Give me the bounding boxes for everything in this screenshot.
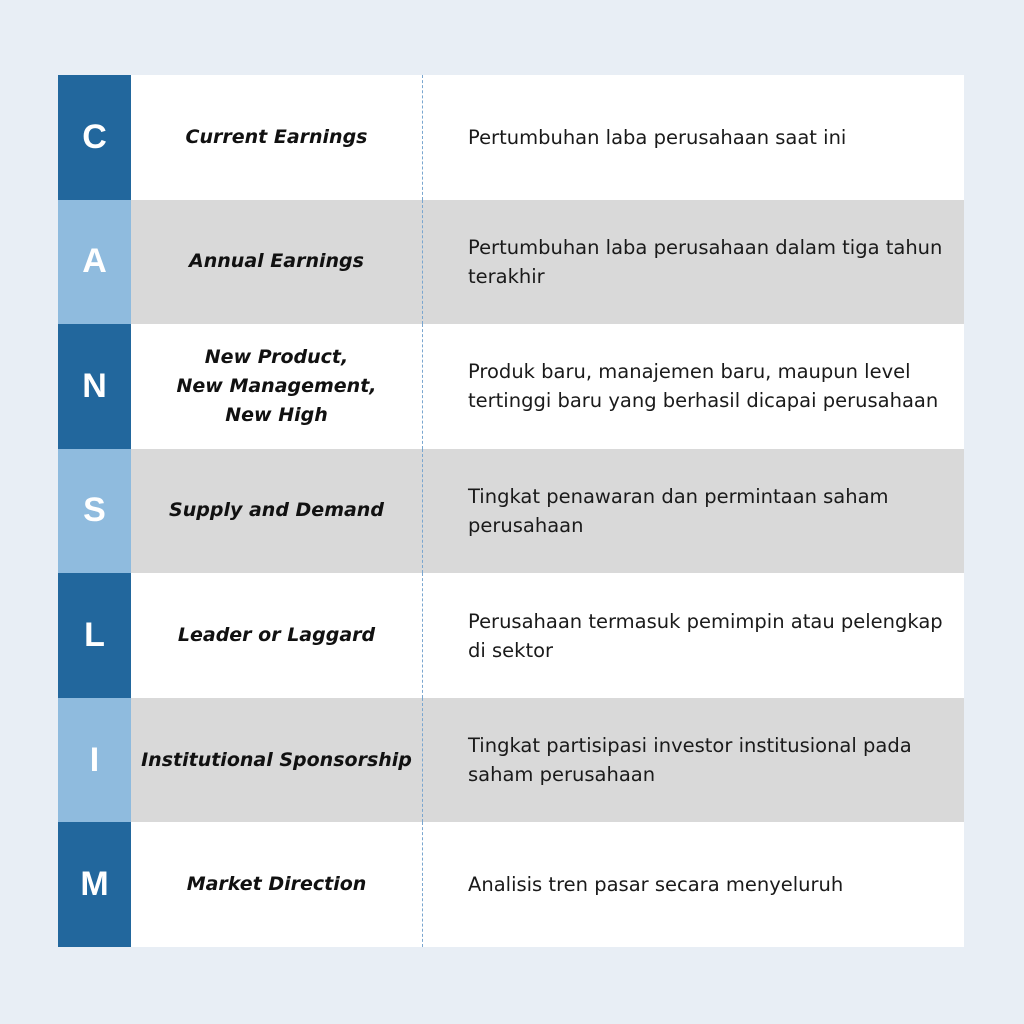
letter-a: A bbox=[58, 199, 131, 325]
term-annual-earnings: Annual Earnings bbox=[131, 199, 423, 325]
description-text: Analisis tren pasar secara menyeluruh bbox=[468, 873, 844, 897]
term-new-product: New Product, New Management, New High bbox=[131, 324, 423, 449]
description-market-direction: Analisis tren pasar secara menyeluruh bbox=[423, 822, 964, 947]
canslim-table: C Current Earnings Pertumbuhan laba peru… bbox=[58, 75, 964, 947]
description-leader-or-laggard: Perusahaan termasuk pemimpin atau peleng… bbox=[423, 573, 964, 698]
description-text: Pertumbuhan laba perusahaan dalam tiga t… bbox=[468, 235, 943, 288]
canslim-row-c: C Current Earnings Pertumbuhan laba peru… bbox=[58, 75, 964, 200]
description-text: Pertumbuhan laba perusahaan saat ini bbox=[468, 125, 847, 149]
letter-c: C bbox=[58, 75, 131, 200]
description-institutional-sponsorship: Tingkat partisipasi investor institusion… bbox=[423, 697, 964, 823]
canslim-row-a: A Annual Earnings Pertumbuhan laba perus… bbox=[58, 199, 964, 325]
description-supply-and-demand: Tingkat penawaran dan permintaan saham p… bbox=[423, 448, 964, 574]
description-annual-earnings: Pertumbuhan laba perusahaan dalam tiga t… bbox=[423, 199, 964, 325]
term-supply-and-demand: Supply and Demand bbox=[131, 448, 423, 574]
canslim-row-i: I Institutional Sponsorship Tingkat part… bbox=[58, 697, 964, 823]
description-new-product: Produk baru, manajemen baru, maupun leve… bbox=[423, 324, 964, 449]
letter-n: N bbox=[58, 324, 131, 449]
description-current-earnings: Pertumbuhan laba perusahaan saat ini bbox=[423, 75, 964, 200]
canslim-row-n: N New Product, New Management, New High … bbox=[58, 324, 964, 449]
term-current-earnings: Current Earnings bbox=[131, 75, 423, 200]
description-text: Tingkat penawaran dan permintaan saham p… bbox=[468, 484, 889, 537]
letter-m: M bbox=[58, 822, 131, 947]
term-market-direction: Market Direction bbox=[131, 822, 423, 947]
letter-l: L bbox=[58, 573, 131, 698]
letter-i: I bbox=[58, 697, 131, 823]
letter-s: S bbox=[58, 448, 131, 574]
term-institutional-sponsorship: Institutional Sponsorship bbox=[131, 697, 423, 823]
term-leader-or-laggard: Leader or Laggard bbox=[131, 573, 423, 698]
canslim-row-l: L Leader or Laggard Perusahaan termasuk … bbox=[58, 573, 964, 698]
description-text: Perusahaan termasuk pemimpin atau peleng… bbox=[468, 609, 943, 662]
canslim-row-s: S Supply and Demand Tingkat penawaran da… bbox=[58, 448, 964, 574]
canslim-row-m: M Market Direction Analisis tren pasar s… bbox=[58, 822, 964, 947]
description-text: Produk baru, manajemen baru, maupun leve… bbox=[468, 360, 939, 413]
description-text: Tingkat partisipasi investor institusion… bbox=[468, 734, 912, 787]
